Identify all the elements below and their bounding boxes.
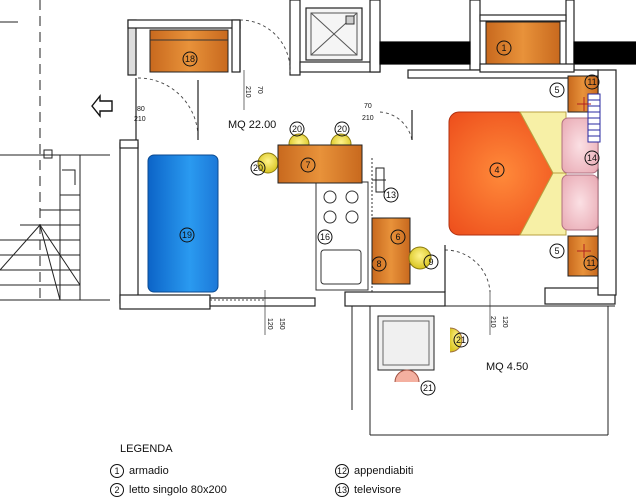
- marker-9: 9: [428, 257, 433, 267]
- shower: [305, 7, 363, 61]
- marker-1: 1: [501, 43, 506, 53]
- door-top-dim1: 70: [256, 86, 263, 94]
- wardrobe-6-8: [371, 217, 432, 285]
- markers: [179, 40, 600, 396]
- door-top-dim2: 210: [244, 86, 251, 98]
- door-center-width: 70: [364, 103, 372, 110]
- entry-arrow-icon: [91, 94, 113, 118]
- legend-label: televisore: [354, 483, 402, 496]
- marker-20a: 20: [292, 124, 302, 134]
- legend-num: 12: [335, 464, 349, 478]
- door-bottom-right-dim1: 120: [501, 316, 508, 328]
- legend-label: appendiabiti: [354, 464, 414, 477]
- marker-18: 18: [185, 54, 195, 64]
- door-bottom-left-dim1: 150: [278, 318, 285, 330]
- wardrobe-18: [149, 29, 229, 73]
- legend-item-13: 13 televisore: [335, 483, 401, 497]
- small-area-label: MQ 4.50: [486, 361, 528, 373]
- legend-item-1: 1 armadio: [110, 464, 169, 478]
- single-bed-19: [147, 154, 219, 293]
- marker-13: 13: [386, 190, 396, 200]
- dimension-lines: [243, 70, 491, 335]
- marker-21b: 21: [423, 383, 433, 393]
- wardrobe-1: [485, 21, 561, 65]
- marker-20b: 20: [337, 124, 347, 134]
- main-area-label: MQ 22.00: [228, 119, 276, 131]
- legend-num: 1: [110, 464, 124, 478]
- legend-num: 13: [335, 483, 349, 497]
- marker-7: 7: [305, 160, 310, 170]
- door-left-width: 80: [137, 106, 145, 113]
- marker-14: 14: [587, 153, 597, 163]
- small-room: [351, 305, 615, 436]
- marker-5a: 5: [554, 85, 559, 95]
- table-7: [257, 133, 363, 184]
- legend-item-2: 2 letto singolo 80x200: [110, 483, 227, 497]
- marker-19: 19: [182, 230, 192, 240]
- lamp-icons: [577, 97, 591, 258]
- small-table: [377, 315, 463, 383]
- marker-16: 16: [320, 232, 330, 242]
- walls: [119, 0, 636, 310]
- marker-5b: 5: [554, 246, 559, 256]
- door-center-height: 210: [362, 115, 374, 122]
- marker-20c: 20: [253, 163, 263, 173]
- marker-8: 8: [376, 259, 381, 269]
- marker-21a: 21: [456, 335, 466, 345]
- legend-label: armadio: [129, 464, 169, 477]
- door-bottom-right-dim2: 210: [489, 316, 496, 328]
- marker-11a: 11: [587, 77, 596, 87]
- door-leafs: [135, 20, 446, 292]
- legend-title: LEGENDA: [120, 443, 173, 455]
- marker-6: 6: [395, 232, 400, 242]
- stairs: [0, 0, 110, 301]
- legend-item-12: 12 appendiabiti: [335, 464, 413, 478]
- door-left-height: 210: [134, 116, 146, 123]
- door-bottom-left-dim2: 120: [266, 318, 273, 330]
- marker-4: 4: [494, 165, 499, 175]
- marker-11b: 11: [586, 258, 595, 268]
- door-swings: [137, 19, 491, 301]
- tv-13: [372, 167, 386, 193]
- legend-num: 2: [110, 483, 124, 497]
- legend-label: letto singolo 80x200: [129, 483, 227, 496]
- double-bed-4: [448, 75, 601, 277]
